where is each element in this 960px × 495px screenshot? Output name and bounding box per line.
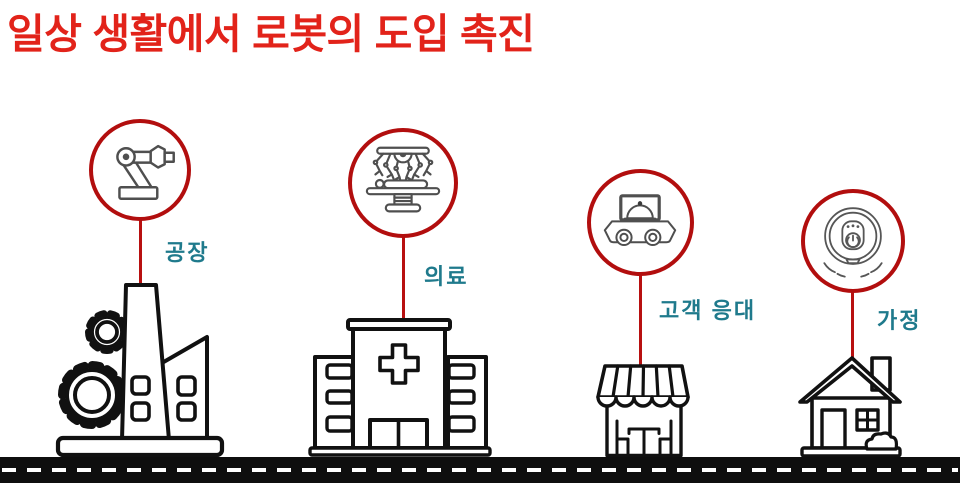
page-title: 일상 생활에서 로봇의 도입 촉진 [7,11,535,57]
home-badge [801,189,905,293]
customer-service-badge [586,169,694,276]
factory-badge [89,119,191,221]
robot-arm-icon [116,144,175,201]
connector-line-customer-service [638,274,642,370]
road [0,457,960,483]
connector-line-medical [401,236,405,322]
serving-robot-icon [603,193,677,246]
road-center-dashed-line-icon [2,467,958,472]
factory-building-illustration [55,283,225,458]
section-label-medical: 의료 [424,264,469,289]
hospital-building-illustration [308,318,492,457]
robot-vacuum-icon [823,207,883,278]
medical-badge [348,128,458,238]
section-label-factory: 공장 [165,240,210,265]
connector-line-home [850,290,854,360]
storefront-illustration [596,364,690,458]
section-label-home: 가정 [877,308,922,333]
house-illustration [798,356,902,458]
surgical-robot-icon [365,146,441,213]
section-label-customer-service: 고객 응대 [659,298,757,323]
connector-line-factory [138,218,142,288]
